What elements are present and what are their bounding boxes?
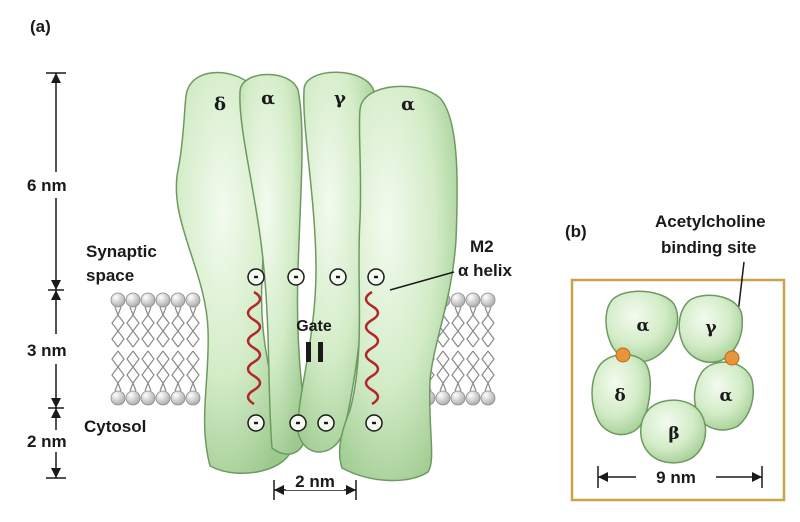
subunit-label-alpha-right: α — [401, 94, 415, 115]
dimension-arrowheads — [51, 73, 61, 478]
panel-b-label: (b) — [565, 222, 587, 241]
pentamer — [591, 290, 754, 464]
receptor-channel — [175, 71, 458, 482]
lipid-tail — [156, 306, 170, 348]
pentamer-width-arrowheads — [598, 472, 762, 482]
m2-label-line2: α helix — [458, 261, 512, 280]
lipid-head — [155, 390, 171, 406]
lipid-tail — [186, 350, 200, 392]
binding-site-label-line1: Acetylcholine — [655, 212, 766, 231]
lipid-head — [450, 390, 466, 406]
pore-width-label: 2 nm — [295, 472, 335, 491]
lipid-head — [480, 390, 496, 406]
lipid-tail — [451, 306, 465, 348]
lipid-head — [140, 292, 156, 308]
pentamer-subunit-alpha-top — [605, 290, 679, 363]
lipid-head — [125, 390, 141, 406]
pentamer-subunit-alpha-right — [693, 361, 754, 431]
dimension-2nm: 2 nm — [27, 432, 67, 451]
lipid-tail — [481, 306, 495, 348]
lipid-head — [110, 390, 126, 406]
synaptic-space-label-line2: space — [86, 266, 134, 285]
pentamer-label-delta: δ — [614, 386, 625, 406]
lipid-head — [125, 292, 141, 308]
lipid-tail — [156, 350, 170, 392]
lipid-head — [185, 292, 201, 308]
subunit-label-gamma: γ — [334, 88, 346, 109]
dimension-3nm: 3 nm — [27, 341, 67, 360]
charged-residues-bottom — [247, 414, 383, 432]
lipid-tail — [126, 350, 140, 392]
lipid-tail — [436, 350, 450, 392]
lipid-head — [170, 292, 186, 308]
lipid-head — [450, 292, 466, 308]
pentamer-width-label: 9 nm — [656, 468, 696, 487]
subunit-label-alpha-left: α — [261, 88, 275, 109]
lipid-head — [435, 390, 451, 406]
lipid-tail — [126, 306, 140, 348]
gate-bar-right — [318, 342, 323, 362]
m2-helix-right — [364, 290, 380, 406]
lipid-tail — [481, 350, 495, 392]
pentamer-subunit-gamma — [678, 294, 744, 364]
pentamer-subunit-delta — [591, 353, 651, 436]
subunit-label-delta: δ — [214, 94, 226, 115]
lipid-head — [155, 292, 171, 308]
m2-leader-line — [389, 271, 455, 291]
gate-label: Gate — [296, 318, 332, 335]
lipid-tail — [466, 306, 480, 348]
lipid-head — [480, 292, 496, 308]
charged-residues-top — [247, 268, 385, 286]
pentamer-label-alpha-top: α — [636, 316, 649, 336]
lipid-tail — [141, 306, 155, 348]
lipid-head — [170, 390, 186, 406]
lipid-head — [110, 292, 126, 308]
pentamer-label-alpha-right: α — [719, 386, 732, 406]
lipid-head — [185, 390, 201, 406]
pore-width-arrowheads — [274, 485, 356, 495]
cytosol-label: Cytosol — [84, 417, 146, 436]
subunit-alpha-right — [338, 85, 458, 482]
lipid-tail — [186, 306, 200, 348]
lipid-head — [465, 390, 481, 406]
synaptic-space-label-line1: Synaptic — [86, 242, 157, 261]
lipid-tail — [111, 306, 125, 348]
lipid-tail — [171, 350, 185, 392]
m2-helix-left — [246, 290, 262, 406]
lipid-head — [465, 292, 481, 308]
m2-label-line1: M2 — [470, 237, 494, 256]
gate-bar-left — [306, 342, 311, 362]
lipid-head — [140, 390, 156, 406]
pentamer-label-beta: β — [668, 424, 679, 444]
dimension-6nm: 6 nm — [27, 176, 67, 195]
pentamer-label-gamma: γ — [705, 318, 717, 338]
lipid-tail — [111, 350, 125, 392]
pentamer-subunit-beta — [640, 399, 707, 464]
lipid-tail — [141, 350, 155, 392]
pore-width-label-bg — [286, 472, 344, 490]
lipid-tail — [451, 350, 465, 392]
lipid-tail — [171, 306, 185, 348]
panel-a-label: (a) — [30, 17, 51, 36]
dimension-ruler — [46, 72, 66, 479]
binding-site-dot-left — [615, 347, 631, 363]
binding-site-dot-right — [724, 350, 740, 366]
lipid-tail — [466, 350, 480, 392]
binding-site-label-line2: binding site — [661, 238, 756, 257]
